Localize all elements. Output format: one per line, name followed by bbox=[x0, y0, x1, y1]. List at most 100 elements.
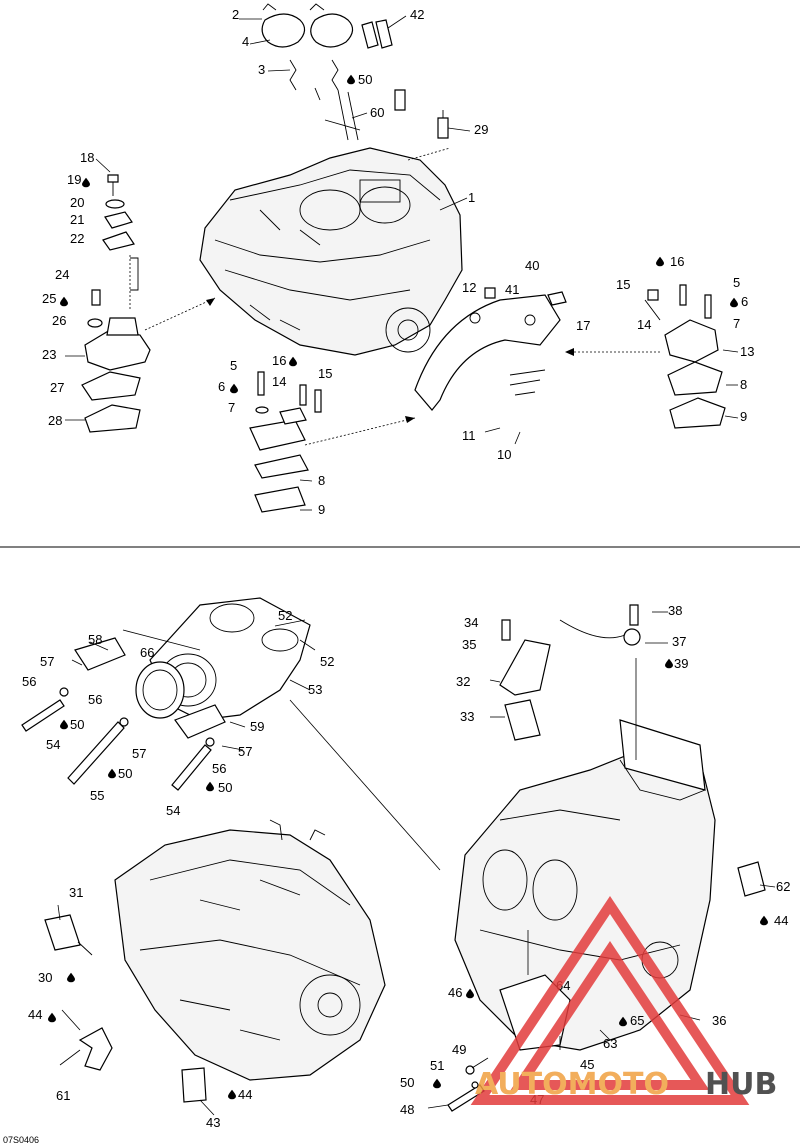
bracket-17 bbox=[414, 287, 567, 411]
oil-drop-icon bbox=[433, 1078, 441, 1089]
intake-manifold bbox=[74, 597, 311, 739]
callout-9b: 9 bbox=[740, 409, 747, 424]
oil-drop-icon bbox=[656, 256, 664, 267]
callout-48: 48 bbox=[400, 1102, 414, 1117]
callout-16a: 16 bbox=[272, 353, 286, 368]
callout-29: 29 bbox=[474, 122, 488, 137]
callout-60: 60 bbox=[370, 105, 384, 120]
oil-drop-icon bbox=[60, 296, 68, 307]
callout-50e: 50 bbox=[400, 1075, 414, 1090]
callout-59: 59 bbox=[250, 719, 264, 734]
pipe-fittings-42 bbox=[361, 19, 393, 49]
callout-labels: 2434250602911819202122242526232728567161… bbox=[22, 7, 790, 1130]
callout-43: 43 bbox=[206, 1115, 220, 1130]
bracket-32-33 bbox=[499, 619, 551, 741]
callout-6b: 6 bbox=[741, 294, 748, 309]
callout-21: 21 bbox=[70, 212, 84, 227]
callout-50c: 50 bbox=[118, 766, 132, 781]
callout-50a: 50 bbox=[358, 72, 372, 87]
callout-18: 18 bbox=[80, 150, 94, 165]
watermark-text-automoto: AUTOMOTO bbox=[475, 1067, 669, 1102]
callout-5b: 5 bbox=[733, 275, 740, 290]
oil-drop-icon bbox=[730, 297, 738, 308]
bolts-54-55 bbox=[21, 687, 215, 791]
sensor-31 bbox=[44, 914, 93, 956]
callout-52b: 52 bbox=[320, 654, 334, 669]
oil-drop-icon bbox=[665, 658, 673, 669]
watermark-text-hub: HUB bbox=[705, 1067, 777, 1102]
oil-drop-icon bbox=[60, 719, 68, 730]
callout-42: 42 bbox=[410, 7, 424, 22]
callout-54b: 54 bbox=[166, 803, 180, 818]
callout-33: 33 bbox=[460, 709, 474, 724]
callout-58: 58 bbox=[88, 632, 102, 647]
valve-spring-assembly bbox=[261, 3, 354, 91]
callout-30: 30 bbox=[38, 970, 52, 985]
callout-37: 37 bbox=[672, 634, 686, 649]
leader-lines-bottom bbox=[57, 611, 776, 1116]
callout-17: 17 bbox=[576, 318, 590, 333]
callout-57b: 57 bbox=[132, 746, 146, 761]
callout-62: 62 bbox=[776, 879, 790, 894]
callout-44c: 44 bbox=[774, 913, 788, 928]
callout-15a: 15 bbox=[318, 366, 332, 381]
callout-1: 1 bbox=[468, 190, 475, 205]
callout-50b: 50 bbox=[70, 717, 84, 732]
callout-50d: 50 bbox=[218, 780, 232, 795]
callout-25: 25 bbox=[42, 291, 56, 306]
callout-20: 20 bbox=[70, 195, 84, 210]
watermark-triangle-logo bbox=[470, 895, 750, 1105]
oil-drop-icon bbox=[67, 972, 75, 983]
oil-drop-icon bbox=[82, 177, 90, 188]
callout-38: 38 bbox=[668, 603, 682, 618]
reference-code: 07S0406 bbox=[3, 1135, 39, 1145]
callout-44a: 44 bbox=[28, 1007, 42, 1022]
callout-57a: 57 bbox=[40, 654, 54, 669]
plug-43 bbox=[181, 1067, 207, 1103]
sensor-29 bbox=[437, 110, 449, 139]
oil-drop-icon bbox=[230, 383, 238, 394]
callout-19: 19 bbox=[67, 172, 81, 187]
callout-23: 23 bbox=[42, 347, 56, 362]
oil-drop-icon bbox=[108, 768, 116, 779]
callout-12: 12 bbox=[462, 280, 476, 295]
callout-55: 55 bbox=[90, 788, 104, 803]
cable-sensor-37 bbox=[559, 604, 641, 646]
oil-drop-icon bbox=[206, 781, 214, 792]
callout-41: 41 bbox=[505, 282, 519, 297]
callout-27: 27 bbox=[50, 380, 64, 395]
callout-16b: 16 bbox=[670, 254, 684, 269]
callout-56c: 56 bbox=[212, 761, 226, 776]
callout-9a: 9 bbox=[318, 502, 325, 517]
callout-40: 40 bbox=[525, 258, 539, 273]
oil-drop-icon bbox=[466, 988, 474, 999]
callout-13: 13 bbox=[740, 344, 754, 359]
callout-2: 2 bbox=[232, 7, 239, 22]
callout-4: 4 bbox=[242, 34, 249, 49]
elbow-fitting-61 bbox=[78, 1027, 113, 1071]
callout-34: 34 bbox=[464, 615, 478, 630]
center-engine-mount bbox=[249, 371, 322, 513]
callout-66: 66 bbox=[140, 645, 154, 660]
callout-11: 11 bbox=[462, 428, 476, 443]
callout-31: 31 bbox=[69, 885, 83, 900]
callout-7a: 7 bbox=[228, 400, 235, 415]
callout-24: 24 bbox=[55, 267, 69, 282]
callout-14b: 14 bbox=[637, 317, 651, 332]
oil-drop-icon bbox=[48, 1012, 56, 1023]
callout-6a: 6 bbox=[218, 379, 225, 394]
oil-drop-icon bbox=[228, 1089, 236, 1100]
callout-56b: 56 bbox=[88, 692, 102, 707]
callout-28: 28 bbox=[48, 413, 62, 428]
crankcase-bottom-left bbox=[114, 819, 386, 1081]
callout-22: 22 bbox=[70, 231, 84, 246]
callout-8b: 8 bbox=[740, 377, 747, 392]
callout-7b: 7 bbox=[733, 316, 740, 331]
automotohub-watermark: AUTOMOTO HUB bbox=[470, 895, 777, 1105]
callout-10: 10 bbox=[497, 447, 511, 462]
callout-5a: 5 bbox=[230, 358, 237, 373]
callout-57c: 57 bbox=[238, 744, 252, 759]
callout-8a: 8 bbox=[318, 473, 325, 488]
callout-15b: 15 bbox=[616, 277, 630, 292]
oil-drop-icon bbox=[347, 74, 355, 85]
